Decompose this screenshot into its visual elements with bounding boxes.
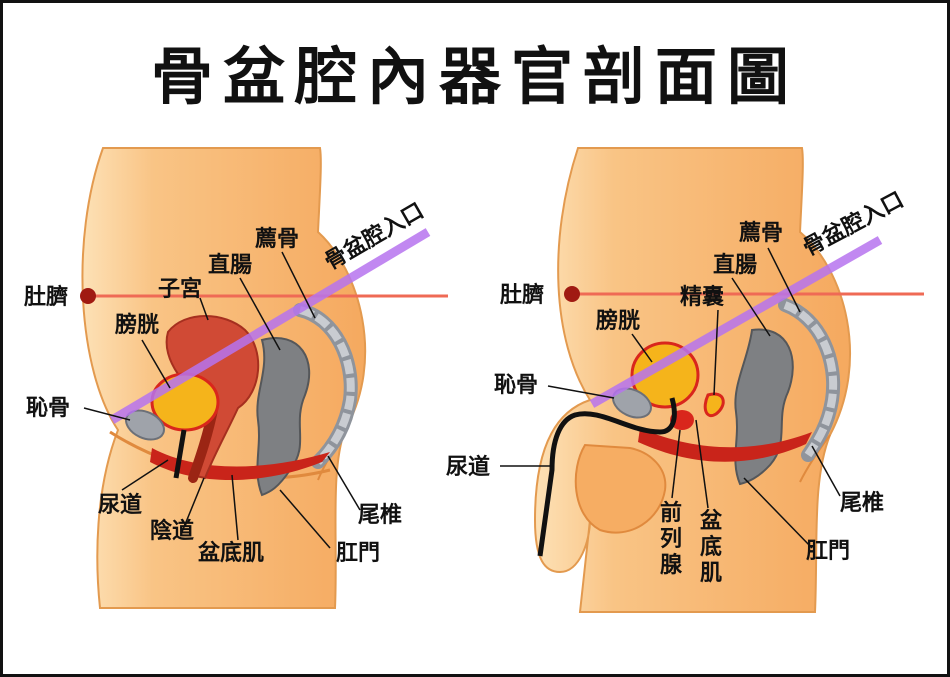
female-label-vagina: 陰道 [150, 518, 194, 544]
female-label-bladder: 膀胱 [115, 312, 159, 338]
female-navel-dot [80, 288, 96, 304]
female-pelvic-inlet-line [109, 228, 431, 424]
female-label-uterus: 子宮 [158, 276, 202, 302]
male-label-rectum: 直腸 [713, 252, 757, 278]
male-pointers [500, 247, 841, 549]
male-label-pubis: 恥骨 [494, 373, 538, 398]
female-label-coccyx: 尾椎 [358, 502, 402, 528]
male-scrotum [574, 443, 667, 534]
male-label-coccyx: 尾椎 [840, 490, 884, 516]
female-pubis [125, 409, 165, 441]
female-rectum [256, 337, 311, 497]
male-label-navel: 肚臍 [500, 282, 544, 308]
female-label-rectum: 直腸 [208, 252, 252, 278]
male-label-prostate-1: 前 [660, 500, 682, 526]
female-label-pubis: 恥骨 [26, 396, 70, 421]
female-section: 肚臍 子宮 直腸 薦骨 骨盆腔入口 膀胱 恥骨 尿道 陰道 盆底肌 肛門 尾椎 [24, 147, 448, 609]
male-pelvic-inlet-line [589, 236, 883, 408]
male-label-pelvic-floor-1: 盆 [700, 508, 723, 534]
female-pointers [83, 251, 361, 549]
male-label-pelvic-floor-2: 底 [700, 534, 722, 560]
male-label-prostate-2: 列 [660, 527, 682, 552]
male-label-anus: 肛門 [806, 539, 850, 564]
male-label-bladder: 膀胱 [596, 308, 640, 334]
female-label-urethra: 尿道 [98, 492, 142, 518]
male-label-sacrum: 薦骨 [739, 221, 783, 246]
male-label-seminal-vesicle: 精囊 [680, 284, 724, 310]
female-sacrum-inner [298, 306, 355, 465]
male-sacrum-inner [783, 301, 838, 458]
male-navel-dot [564, 286, 580, 302]
male-label-pelvic-floor-3: 肌 [700, 561, 722, 586]
page-title: 骨盆腔內器官剖面圖 [150, 40, 799, 113]
male-pelvic-floor [638, 428, 812, 462]
female-urethra [173, 429, 187, 479]
male-label-prostate-3: 腺 [660, 553, 683, 578]
female-label-pelvic-floor: 盆底肌 [198, 540, 264, 566]
male-seminal-vesicle [703, 392, 725, 417]
female-label-anus: 肛門 [336, 541, 380, 566]
male-label-urethra: 尿道 [446, 454, 490, 480]
female-label-sacrum: 薦骨 [255, 227, 299, 252]
male-bladder [630, 341, 700, 409]
female-label-navel: 肚臍 [24, 284, 68, 310]
male-urethra [537, 397, 677, 557]
male-buttock-crease [799, 434, 831, 483]
male-section: 肚臍 薦骨 直腸 精囊 骨盆腔入口 膀胱 恥骨 尿道 前 列 腺 盆 底 肌 尾… [446, 147, 924, 613]
